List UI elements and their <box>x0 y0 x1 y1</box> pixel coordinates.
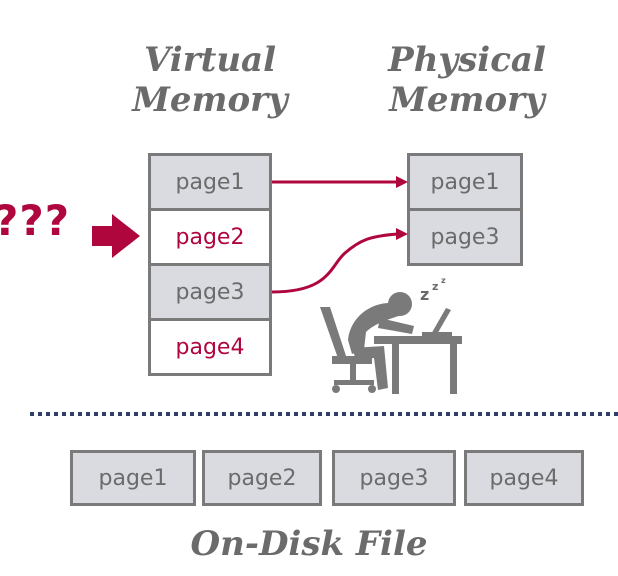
svg-text:z: z <box>432 280 438 293</box>
mapping-arrow-page3 <box>271 228 408 294</box>
physical-page-2: page3 <box>407 208 523 266</box>
virtual-heading-line2: Memory <box>132 80 288 120</box>
physical-heading-line1: Physical <box>388 40 546 80</box>
virtual-page-4: page4 <box>148 318 272 376</box>
disk-page-1: page1 <box>70 450 196 506</box>
physical-heading-line2: Memory <box>389 80 545 120</box>
on-disk-file-label: On-Disk File <box>190 524 428 564</box>
sleeping-person-icon <box>320 292 462 394</box>
svg-text:z: z <box>420 285 429 304</box>
svg-text:z: z <box>441 276 446 285</box>
disk-page-3: page3 <box>332 450 456 506</box>
disk-page-2: page2 <box>202 450 322 506</box>
mapping-arrow-page1 <box>272 176 408 188</box>
virtual-memory-heading: Virtual Memory <box>120 40 300 120</box>
zzz-icon: z z z <box>420 276 446 304</box>
virtual-heading-line1: Virtual <box>144 40 276 80</box>
fault-arrow-icon <box>92 214 140 258</box>
physical-page-1: page1 <box>407 153 523 211</box>
page-fault-marker: ??? <box>0 196 71 245</box>
virtual-page-1: page1 <box>148 153 272 211</box>
physical-memory-heading: Physical Memory <box>372 40 562 120</box>
disk-page-4: page4 <box>464 450 584 506</box>
